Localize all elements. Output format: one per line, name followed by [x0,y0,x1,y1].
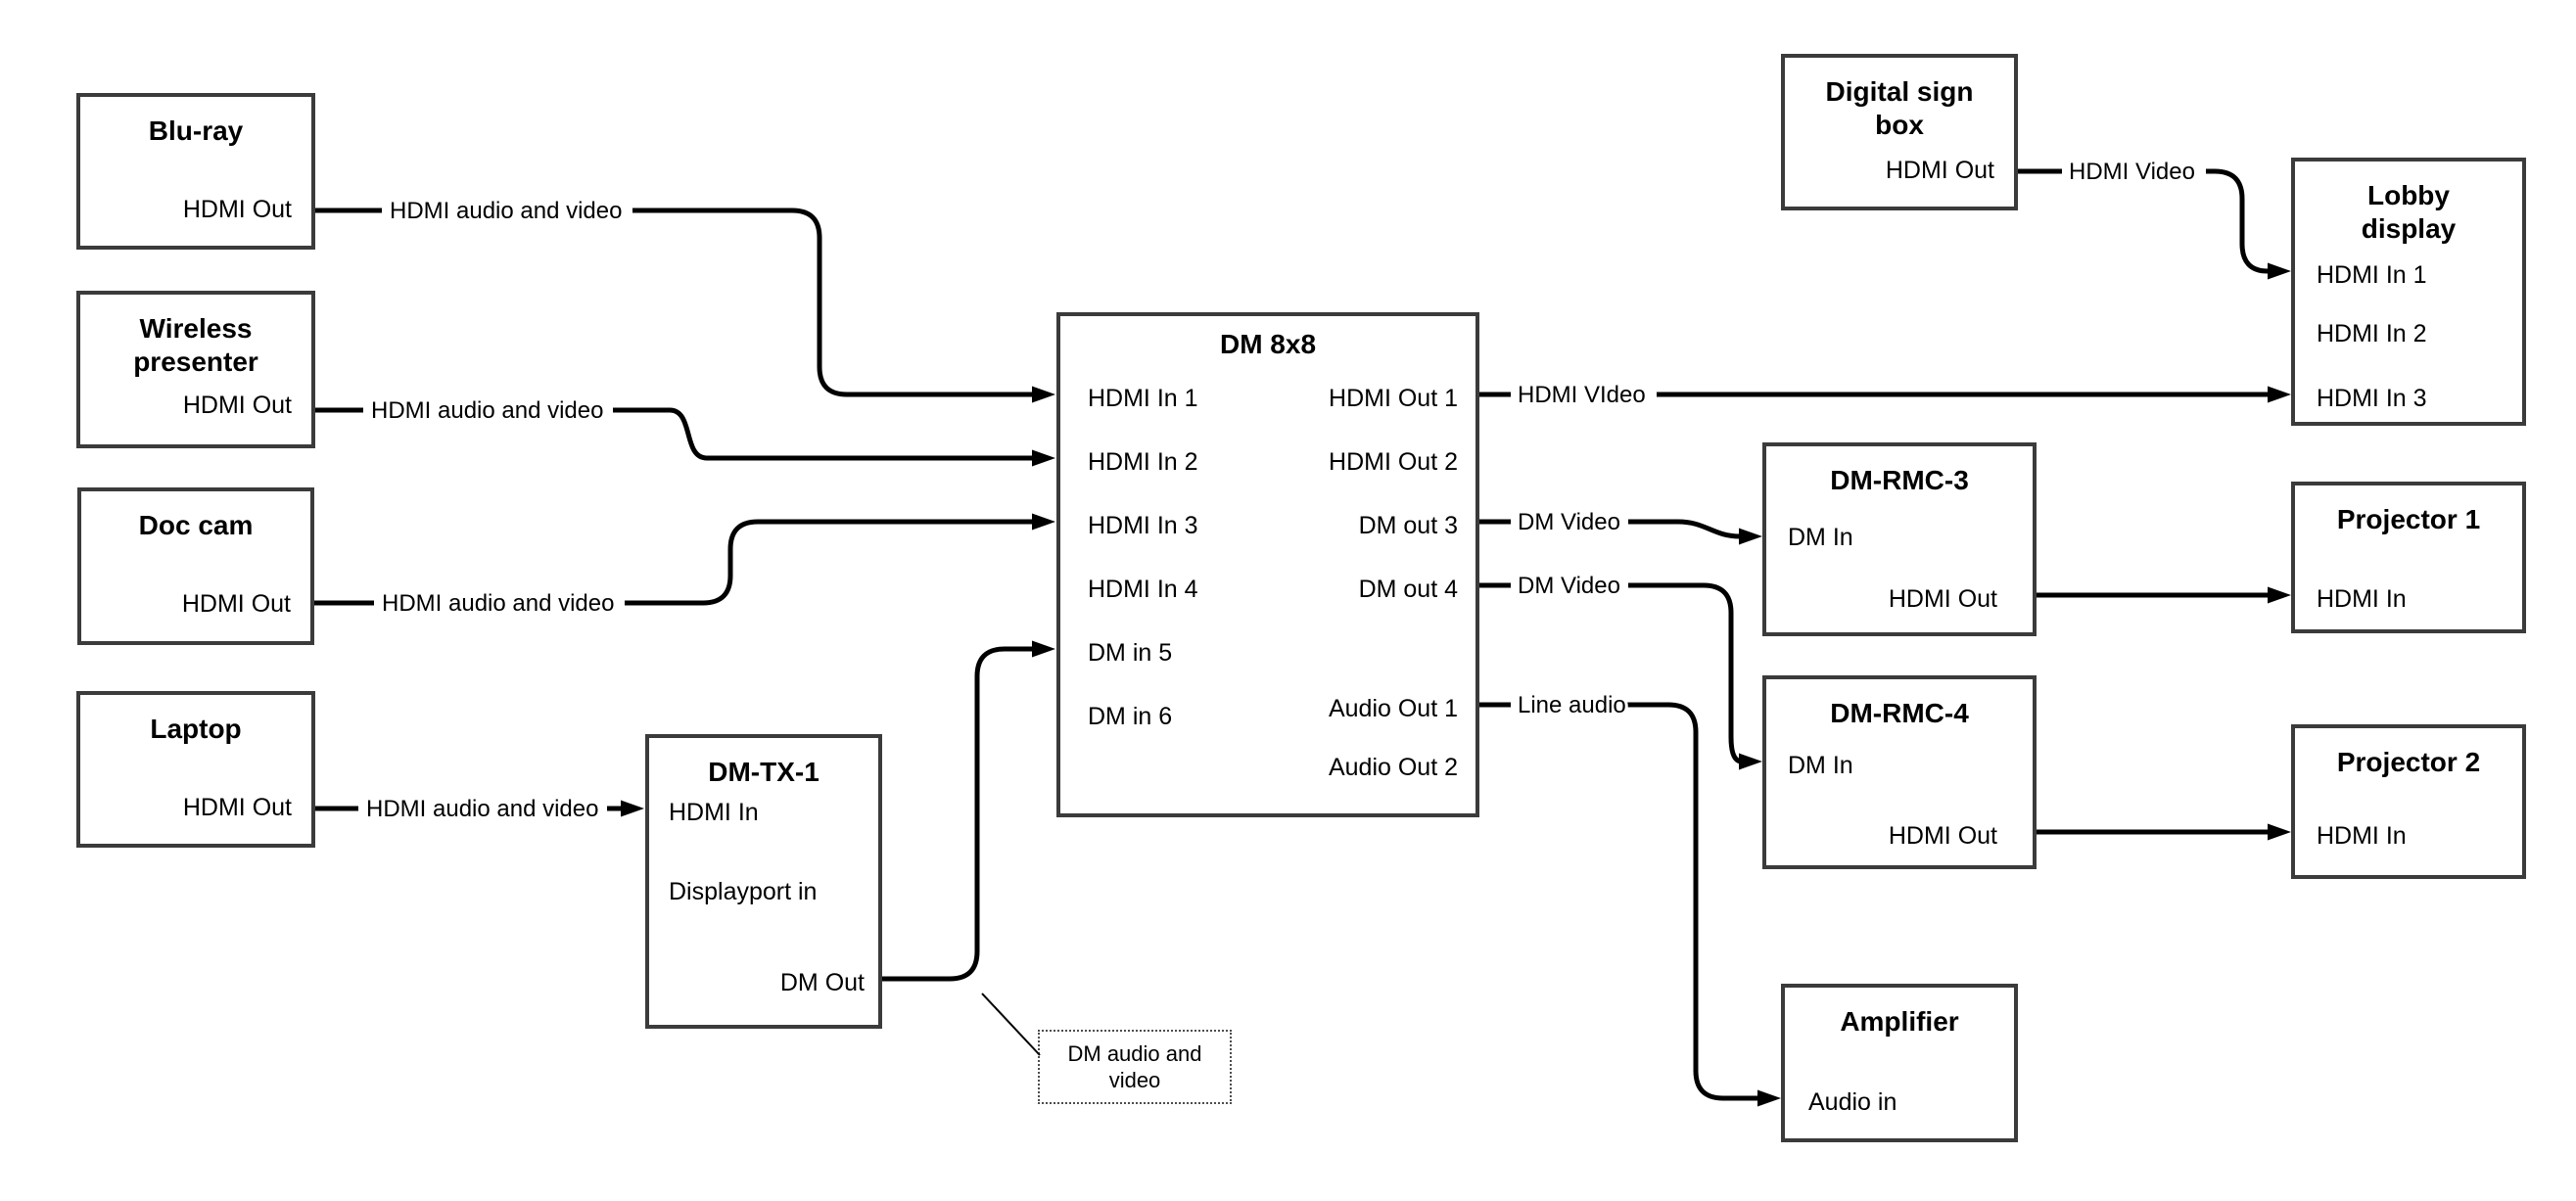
callout-text: DM audio and video [1067,1041,1202,1092]
wire-dm8x8-out3-to-rmc3 [1628,519,1741,539]
wire-label: DM Video [1518,573,1620,599]
node-title: Blu-ray [148,115,244,146]
port-hdmi-out-1: HDMI Out 1 [1329,385,1458,412]
node-dm-rmc-4: DM-RMC-4 DM In HDMI Out [1762,675,2037,869]
port-hdmi-out: HDMI Out [182,392,292,419]
wire-label: HDMI Video [2069,159,2195,185]
port-hdmi-in-4: HDMI In 4 [1088,576,1198,603]
port-hdmi-in-3: HDMI In 3 [1088,512,1198,539]
node-title: Digital sign box [1825,76,1974,140]
port-hdmi-in: HDMI In [2317,585,2407,613]
port-hdmi-in-2: HDMI In 2 [1088,448,1198,476]
node-digital-sign-box: Digital sign box HDMI Out [1781,54,2018,210]
node-projector-1: Projector 1 HDMI In [2291,482,2526,633]
port-hdmi-out: HDMI Out [1885,157,1994,184]
callout-dm-audio-video: DM audio and video [1038,1030,1232,1104]
arrow-head [1032,386,1055,403]
wire-dmtx1-to-dm8x8 [882,646,1033,982]
arrow-head [621,800,644,817]
port-hdmi-in-2: HDMI In 2 [2317,320,2427,347]
node-title: Projector 1 [2336,504,2481,534]
arrow-head [2268,823,2291,841]
wire-label: HDMI audio and video [366,796,598,822]
node-title: DM-RMC-3 [1830,465,1969,495]
node-lobby-display: Lobby display HDMI In 1 HDMI In 2 HDMI I… [2291,158,2526,426]
wire-label: HDMI audio and video [371,397,603,424]
port-hdmi-in: HDMI In [669,799,759,826]
node-amplifier: Amplifier Audio in [1781,984,2018,1142]
arrow-head [1739,528,1762,545]
wire-bluray-to-dm8x8 [632,208,1033,397]
node-dm-tx-1: DM-TX-1 HDMI In Displayport in DM Out [645,734,882,1029]
port-dm-in: DM In [1788,524,1853,551]
wire-digitalsign-to-lobby [2206,168,2269,274]
port-dm-out: DM Out [779,969,865,996]
callout-leader-line [981,993,1041,1056]
wire-label: HDMI audio and video [382,590,614,617]
wire-dm8x8-audio1-to-amplifier [1627,702,1758,1101]
port-dm-in-6: DM in 6 [1088,703,1173,730]
port-hdmi-out: HDMI Out [1888,585,1997,613]
arrow-head [1032,449,1055,467]
arrow-head [2268,386,2291,403]
port-displayport-in: Displayport in [669,878,818,905]
node-title: Projector 2 [2336,747,2481,777]
port-hdmi-out: HDMI Out [182,196,292,223]
port-hdmi-out: HDMI Out [1888,822,1997,850]
port-hdmi-in-3: HDMI In 3 [2317,385,2427,412]
node-title: DM 8x8 [1219,329,1317,359]
wire-label: DM Video [1518,509,1620,535]
wire-dm8x8-out4-to-rmc4 [1628,582,1743,764]
port-hdmi-out: HDMI Out [182,794,292,821]
node-title: Laptop [150,714,242,744]
node-title: Wireless presenter [133,313,258,377]
port-hdmi-in: HDMI In [2317,822,2407,850]
arrow-head [1032,513,1055,531]
port-hdmi-in-1: HDMI In 1 [2317,261,2427,289]
node-laptop: Laptop HDMI Out [76,691,315,848]
port-hdmi-in-1: HDMI In 1 [1088,385,1198,412]
node-title: Doc cam [138,510,254,540]
node-title: Lobby display [2361,180,2457,244]
node-dm-rmc-3: DM-RMC-3 DM In HDMI Out [1762,442,2037,636]
node-title: DM-RMC-4 [1830,698,1969,728]
port-hdmi-out-2: HDMI Out 2 [1329,448,1458,476]
node-doc-cam: Doc cam HDMI Out [77,487,314,645]
arrow-head [1757,1089,1781,1107]
node-projector-2: Projector 2 HDMI In [2291,724,2526,879]
wire-wireless-to-dm8x8 [613,407,1033,461]
node-wireless-presenter: Wireless presenter HDMI Out [76,291,315,448]
node-bluray: Blu-ray HDMI Out [76,93,315,250]
node-dm-8x8: DM 8x8 HDMI In 1 HDMI In 2 HDMI In 3 HDM… [1056,312,1479,817]
wire-label: HDMI audio and video [390,198,622,224]
port-dm-in-5: DM in 5 [1088,639,1173,667]
port-audio-out-2: Audio Out 2 [1328,754,1458,781]
wire-label: HDMI VIdeo [1518,382,1646,408]
port-audio-in: Audio in [1808,1088,1897,1116]
port-dm-out-3: DM out 3 [1358,512,1458,539]
arrow-head [1032,640,1055,658]
port-dm-out-4: DM out 4 [1358,576,1458,603]
wire-label: Line audio [1518,692,1626,718]
node-title: DM-TX-1 [708,757,820,787]
arrow-head [2268,586,2291,604]
wire-doccam-to-dm8x8 [625,519,1033,606]
arrow-head [2268,262,2291,280]
port-audio-out-1: Audio Out 1 [1328,695,1458,722]
port-dm-in: DM In [1788,752,1853,779]
port-hdmi-out: HDMI Out [181,590,291,618]
arrow-head [1739,753,1762,770]
node-title: Amplifier [1840,1006,1959,1037]
